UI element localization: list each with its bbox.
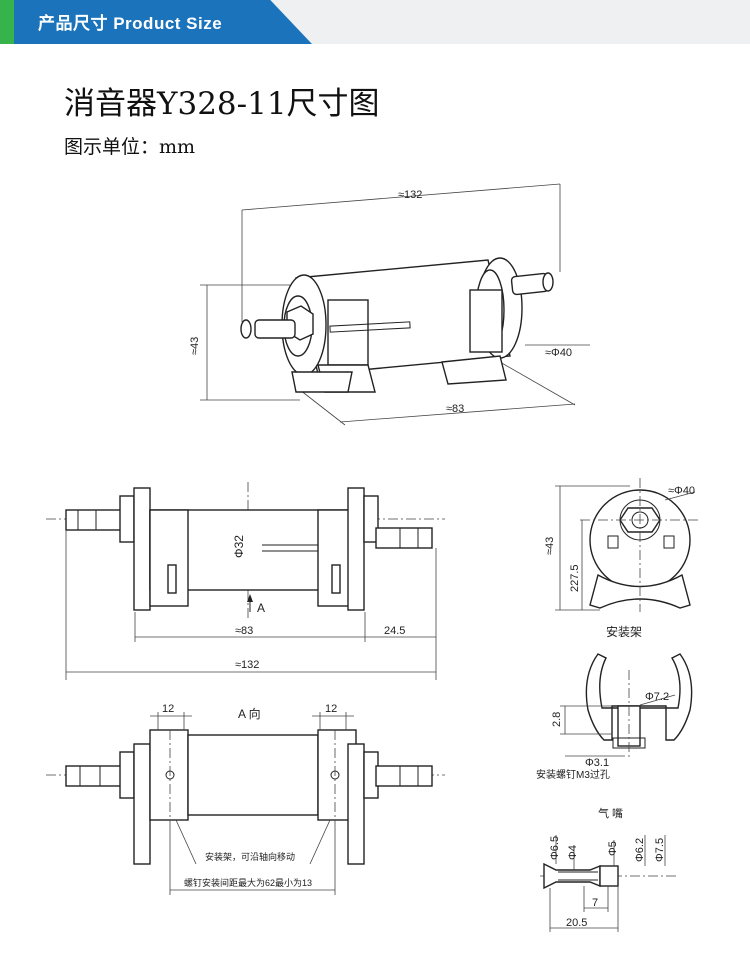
front-nozzle-label: 24.5 bbox=[384, 625, 405, 637]
nozzle-d75-label: Φ7.5 bbox=[654, 838, 666, 862]
a-note-spacing: 螺钉安装间距最大为62最小为13 bbox=[184, 877, 312, 888]
bracket-caption: 安装螺钉M3过孔 bbox=[536, 768, 610, 781]
nozzle-d5-label: Φ5 bbox=[607, 841, 619, 856]
a-width-right: 12 bbox=[325, 703, 337, 715]
front-view: Φ32 A ≈83 24.5 ≈132 bbox=[46, 482, 445, 680]
header-tab bbox=[14, 0, 312, 44]
front-dia32-label: Φ32 bbox=[232, 535, 246, 558]
section-title: 产品尺寸 Product Size bbox=[38, 14, 223, 33]
side-view: ≈43 227.5 ≈Φ40 安装架 bbox=[544, 478, 700, 639]
nozzle-detail: 气 嘴 Φ6.5 Φ4 Φ5 Φ6.2 Φ7.5 7 20.5 bbox=[540, 806, 676, 932]
bracket-dia31-label: Φ3.1 bbox=[585, 757, 609, 769]
iso-diameter-label: ≈Φ40 bbox=[545, 347, 572, 359]
bracket-detail: 2.8 Φ7.2 Φ3.1 安装螺钉M3过孔 bbox=[536, 653, 693, 781]
nozzle-len205-label: 20.5 bbox=[566, 917, 587, 929]
section-header: 产品尺寸 Product Size bbox=[0, 0, 750, 44]
front-total-label: ≈132 bbox=[235, 659, 259, 671]
front-body-label: ≈83 bbox=[235, 625, 253, 637]
isometric-view: ≈132 ≈43 ≈83 ≈Φ40 bbox=[189, 183, 590, 426]
a-note-bracket: 安装架，可沿轴向移动 bbox=[205, 851, 295, 862]
side-center-label: 227.5 bbox=[569, 564, 581, 592]
nozzle-len7-label: 7 bbox=[592, 897, 598, 909]
side-dia-label: ≈Φ40 bbox=[668, 485, 695, 497]
nozzle-d65-label: Φ6.5 bbox=[549, 836, 561, 860]
a-view-title: A 向 bbox=[238, 706, 261, 721]
side-caption: 安装架 bbox=[606, 624, 642, 639]
iso-body-label: ≈83 bbox=[446, 403, 464, 415]
a-view: A 向 12 12 安装架，可沿轴向移动 螺钉安装间距最大为62最小为13 bbox=[46, 703, 445, 895]
front-arrow-label: A bbox=[257, 601, 265, 615]
header-accent-stripe bbox=[0, 0, 14, 44]
nozzle-d4-label: Φ4 bbox=[567, 845, 579, 860]
bracket-dia72-label: Φ7.2 bbox=[645, 691, 669, 703]
iso-height-label: ≈43 bbox=[189, 337, 201, 355]
iso-length-label: ≈132 bbox=[398, 189, 422, 201]
drawing-title: 消音器Y328-11尺寸图 bbox=[64, 86, 380, 122]
nozzle-title: 气 嘴 bbox=[598, 806, 623, 820]
nozzle-d62-label: Φ6.2 bbox=[634, 838, 646, 862]
unit-label: 图示单位：mm bbox=[64, 136, 196, 158]
side-height-label: ≈43 bbox=[544, 537, 556, 555]
a-width-left: 12 bbox=[162, 703, 174, 715]
bracket-height-label: 2.8 bbox=[551, 712, 563, 727]
